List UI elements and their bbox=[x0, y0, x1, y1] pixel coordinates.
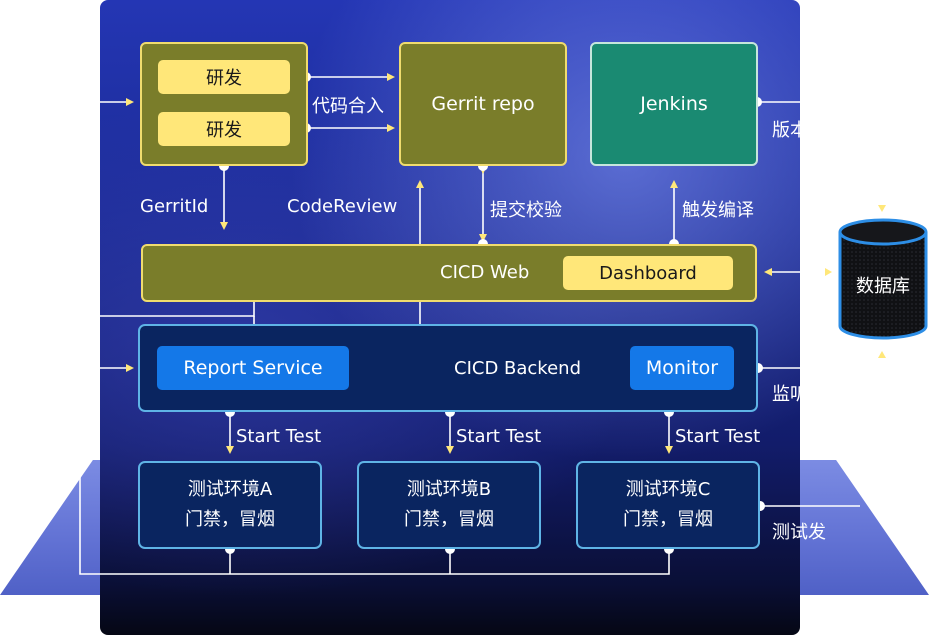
database-cylinder[interactable]: 数据库 bbox=[838, 218, 928, 340]
monitor-button[interactable]: Monitor bbox=[630, 346, 734, 390]
test-env-b-name: 测试环境B bbox=[406, 479, 492, 500]
test-env-b[interactable]: 测试环境B 门禁，冒烟 bbox=[357, 461, 541, 549]
trigger-build-label: 触发编译 bbox=[682, 200, 754, 221]
dev-box-2[interactable]: 研发 bbox=[158, 112, 290, 146]
report-service-button[interactable]: Report Service bbox=[157, 346, 349, 390]
test-env-c[interactable]: 测试环境C 门禁，冒烟 bbox=[576, 461, 760, 549]
database-label: 数据库 bbox=[856, 276, 910, 297]
database-icon bbox=[838, 218, 928, 340]
version-label: 版本 bbox=[772, 120, 808, 141]
dev-box-1[interactable]: 研发 bbox=[158, 60, 290, 94]
test-env-c-desc: 门禁，冒烟 bbox=[623, 509, 713, 530]
dashboard-button[interactable]: Dashboard bbox=[563, 256, 733, 290]
monitor-side-label: 监听 bbox=[772, 384, 808, 405]
test-env-a[interactable]: 测试环境A 门禁，冒烟 bbox=[138, 461, 322, 549]
cicd-web-title: CICD Web bbox=[440, 262, 530, 283]
test-env-a-desc: 门禁，冒烟 bbox=[185, 509, 275, 530]
cicd-backend-title: CICD Backend bbox=[454, 358, 581, 379]
test-env-c-name: 测试环境C bbox=[625, 479, 711, 500]
test-side-label: 测试发 bbox=[772, 522, 826, 543]
code-review-label: CodeReview bbox=[287, 196, 398, 217]
test-env-b-desc: 门禁，冒烟 bbox=[404, 509, 494, 530]
merge-code-label: 代码合入 bbox=[312, 96, 384, 117]
submit-check-label: 提交校验 bbox=[490, 200, 562, 221]
start-test-label-a: Start Test bbox=[236, 426, 322, 447]
start-test-label-c: Start Test bbox=[675, 426, 761, 447]
jenkins-box[interactable]: Jenkins bbox=[590, 42, 758, 166]
test-env-a-name: 测试环境A bbox=[187, 479, 273, 500]
start-test-label-b: Start Test bbox=[456, 426, 542, 447]
gerrit-id-label: GerritId bbox=[140, 196, 209, 217]
gerrit-repo-box[interactable]: Gerrit repo bbox=[399, 42, 567, 166]
